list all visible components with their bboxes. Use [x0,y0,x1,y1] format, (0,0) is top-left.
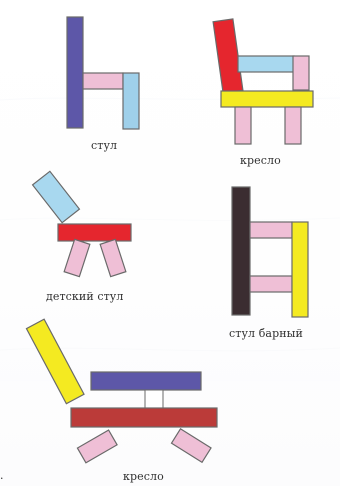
corner-mark: · [0,472,4,485]
armchair-seat-block [221,91,313,107]
lounge-seat-block [71,408,217,427]
child-chair-seat-block [58,224,131,241]
chair-label: стул [91,139,117,152]
chair-back-block [67,17,83,128]
chair-seat-block [83,73,123,89]
chair-leg-block [123,73,139,129]
armchair-front-leg-block [235,107,251,144]
bar-stool-back-block [232,187,250,315]
bar-stool-upper-pink-block [250,222,292,238]
lounge-upper-block [91,372,201,390]
armchair-arm-block [293,56,309,90]
child-chair-label: детский стул [46,290,123,303]
lounge-center-support [145,390,163,410]
armchair-back-leg-block [285,107,301,144]
armchair-label-top: кресло [240,154,281,167]
bar-stool-label: стул барный [229,327,303,340]
bar-stool-front-leg-block [292,222,308,317]
armchair-rear-seat-block [238,56,294,72]
bar-stool-lower-pink-block [250,276,292,292]
lounge-label: кресло [123,470,164,483]
